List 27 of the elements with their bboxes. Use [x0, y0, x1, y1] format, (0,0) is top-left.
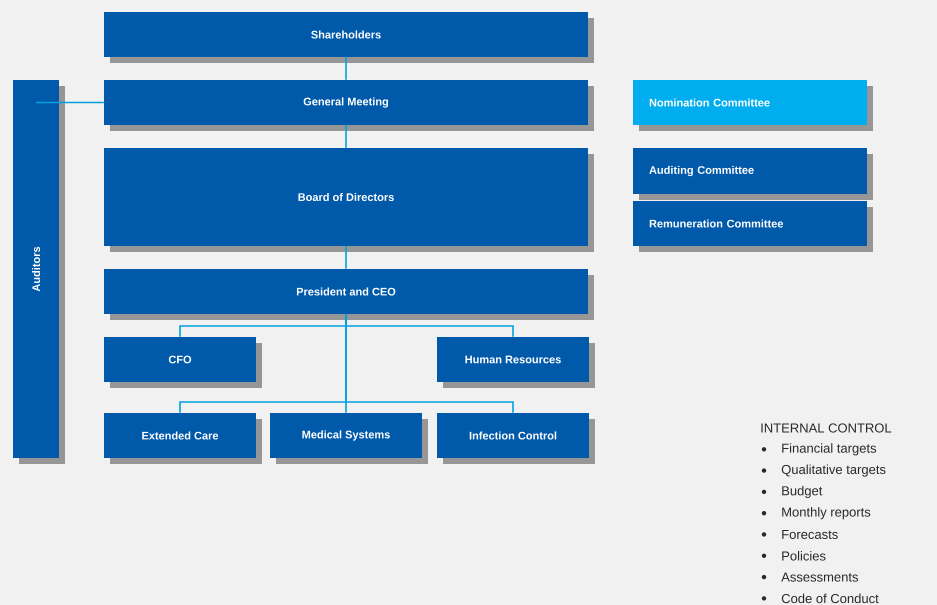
org-box: General Meeting: [104, 80, 594, 131]
org-box: CFO: [104, 337, 262, 388]
list-item: Forecasts: [762, 530, 838, 540]
org-box: Shareholders: [104, 12, 594, 63]
connector-line: [36, 102, 104, 104]
side-box: Auditors: [13, 80, 65, 464]
list-item: Monthly reports: [762, 507, 870, 520]
section-heading: INTERNAL CONTROL: [761, 423, 892, 433]
org-box: Nomination Committee: [633, 80, 873, 131]
org-box: President and CEO: [104, 269, 594, 320]
org-box: Infection Control: [437, 413, 595, 464]
org-box: Auditing Committee: [633, 148, 873, 200]
connector-line: [345, 246, 347, 269]
list-item: Code of Conduct: [762, 594, 879, 604]
list-item: Qualitative targets: [762, 464, 886, 477]
list-item: Assessments: [762, 572, 858, 582]
connector-line: [345, 57, 347, 80]
list-item: Financial targets: [762, 443, 876, 456]
org-box: Board of Directors: [104, 148, 594, 252]
connector-line: [345, 125, 347, 148]
connector-line: [345, 314, 514, 413]
org-box: Human Resources: [437, 337, 595, 388]
org-box: Extended Care: [104, 413, 262, 464]
list-item: Policies: [762, 551, 826, 561]
org-box: Remuneration Committee: [633, 201, 873, 252]
list-item: Budget: [762, 486, 822, 498]
org-box: Medical Systems: [270, 413, 428, 464]
